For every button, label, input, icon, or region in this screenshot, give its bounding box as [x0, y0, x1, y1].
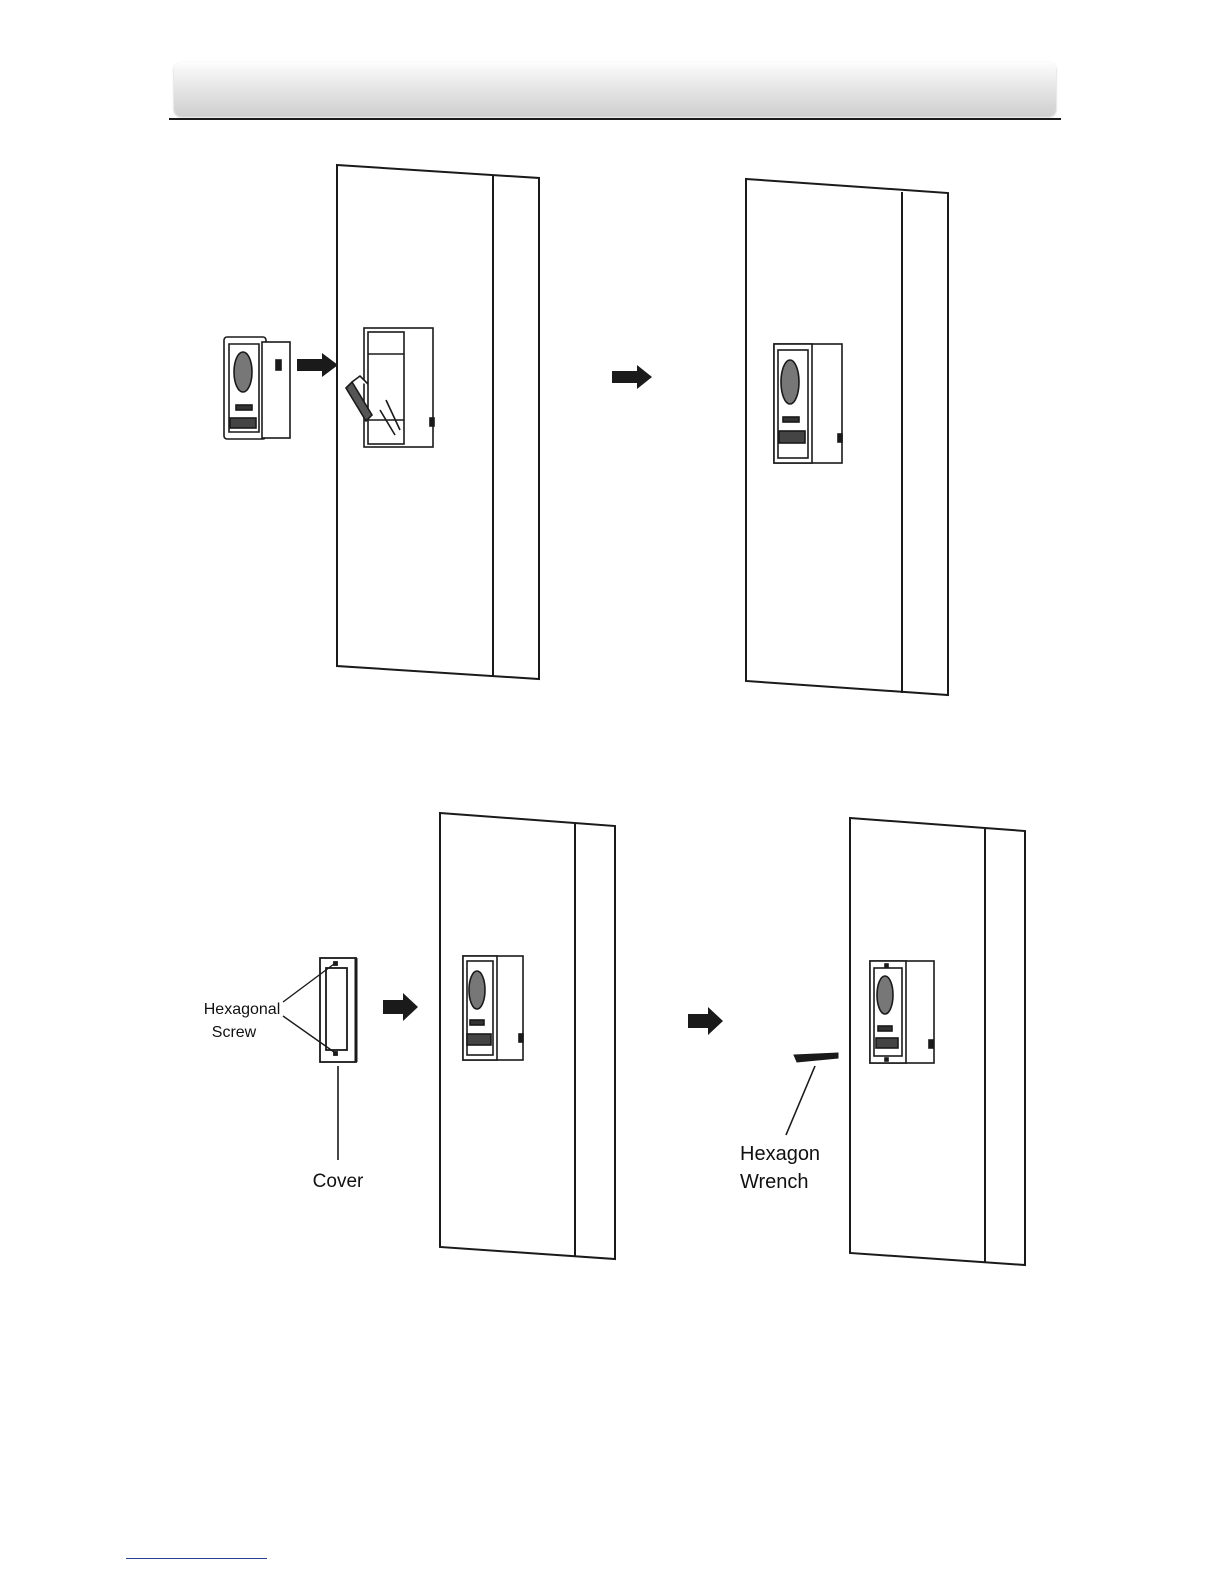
hexagon-wrench-icon: [794, 1053, 838, 1062]
arrow-icon: [688, 1007, 723, 1035]
cover-label: Cover: [313, 1171, 364, 1192]
figure-4-installed-unit: [870, 961, 934, 1063]
arrow-icon: [383, 993, 418, 1021]
hexagon-wrench-label-line1: Hexagon: [740, 1143, 820, 1165]
arrow-icon: [612, 365, 652, 389]
hexagon-wrench-leader: [786, 1066, 815, 1135]
figure-3-installed-unit: [463, 956, 523, 1060]
hexagon-wrench-label-line2: Wrench: [740, 1171, 809, 1193]
arrow-icon: [297, 353, 338, 377]
footer-rule: [126, 1558, 267, 1559]
figure-1-door-station: [224, 337, 290, 439]
figure-2-installed-unit: [774, 344, 842, 463]
hexagonal-screw-label-line2: Screw: [212, 1024, 257, 1041]
hexagonal-screw-label-line1: Hexagonal: [204, 1001, 281, 1018]
